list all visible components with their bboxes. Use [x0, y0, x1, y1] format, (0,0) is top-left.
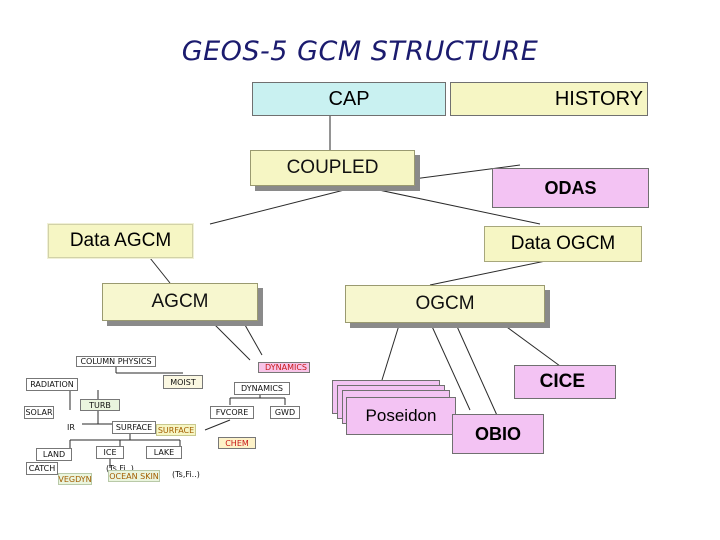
surface-ghost-label: SURFACE [157, 425, 195, 435]
moist-label: MOIST [170, 377, 196, 387]
catch-box[interactable]: CATCH [26, 462, 58, 475]
ice-label: ICE [103, 448, 117, 457]
cap-box[interactable]: CAP [252, 82, 446, 116]
diagram-title: GEOS-5 GCM STRUCTURE [181, 36, 539, 67]
data-agcm-label: Data AGCM [69, 230, 172, 251]
fvcore-box[interactable]: FVCORE [210, 406, 254, 419]
ogcm-label: OGCM [415, 293, 475, 314]
vegdyn-box[interactable]: VEGDYN [58, 473, 92, 485]
history-label: HISTORY [554, 87, 643, 110]
ir-box[interactable]: IR [60, 421, 82, 434]
obio-label: OBIO [474, 423, 521, 444]
poseidon-label: Poseidon [365, 406, 437, 425]
lake-label: LAKE [153, 448, 175, 457]
radiation-box[interactable]: RADIATION [26, 378, 78, 391]
surface-label: SURFACE [115, 423, 153, 432]
dynamics-top-label: DYNAMICS [265, 363, 307, 372]
dynamics-top-box[interactable]: DYNAMICS [258, 362, 310, 373]
catch-label: CATCH [28, 464, 56, 473]
ice-box[interactable]: ICE [96, 446, 124, 459]
data-ogcm-label: Data OGCM [510, 233, 616, 254]
fvcore-label: FVCORE [215, 408, 249, 417]
ts-fi-label-2: (Ts,Fi..) [172, 470, 200, 479]
surface-ghost-box: SURFACE [156, 424, 196, 436]
history-box[interactable]: HISTORY [450, 82, 648, 116]
ocean-skin-box[interactable]: OCEAN SKIN [108, 470, 160, 482]
chem-box[interactable]: CHEM [218, 437, 256, 449]
odas-box[interactable]: ODAS [492, 168, 649, 208]
ocean-skin-label: OCEAN SKIN [109, 471, 159, 481]
gwd-box[interactable]: GWD [270, 406, 300, 419]
dynamics-label: DYNAMICS [241, 384, 283, 393]
obio-box[interactable]: OBIO [452, 414, 544, 454]
chem-label: CHEM [225, 438, 249, 448]
vegdyn-label: VEGDYN [58, 474, 92, 484]
land-label: LAND [42, 450, 66, 459]
turb-box[interactable]: TURB [80, 399, 120, 411]
turb-label: TURB [89, 400, 111, 410]
column-physics-label: COLUMN PHYSICS [80, 357, 152, 366]
agcm-label: AGCM [151, 291, 209, 312]
lake-box[interactable]: LAKE [146, 446, 182, 459]
coupled-label: COUPLED [286, 157, 379, 178]
ir-label: IR [67, 423, 75, 432]
cap-label: CAP [328, 87, 370, 110]
moist-box[interactable]: MOIST [163, 375, 203, 389]
agcm-box[interactable]: AGCM [102, 283, 258, 321]
odas-label: ODAS [544, 177, 597, 198]
data-agcm-box[interactable]: Data AGCM [48, 224, 193, 258]
data-ogcm-box[interactable]: Data OGCM [484, 226, 642, 262]
cice-box[interactable]: CICE [514, 365, 616, 399]
solar-label: SOLAR [25, 408, 53, 417]
gwd-label: GWD [274, 408, 296, 417]
radiation-label: RADIATION [30, 380, 74, 389]
column-physics-box[interactable]: COLUMN PHYSICS [76, 356, 156, 367]
ts-fi-label-1: (Ts,Fi..) [106, 464, 134, 473]
poseidon-box[interactable]: Poseidon [346, 397, 456, 435]
surface-box[interactable]: SURFACE [112, 421, 156, 434]
cice-label: CICE [539, 371, 585, 392]
land-box[interactable]: LAND [36, 448, 72, 461]
dynamics-box[interactable]: DYNAMICS [234, 382, 290, 395]
coupled-box[interactable]: COUPLED [250, 150, 415, 186]
ogcm-box[interactable]: OGCM [345, 285, 545, 323]
solar-box[interactable]: SOLAR [24, 406, 54, 419]
